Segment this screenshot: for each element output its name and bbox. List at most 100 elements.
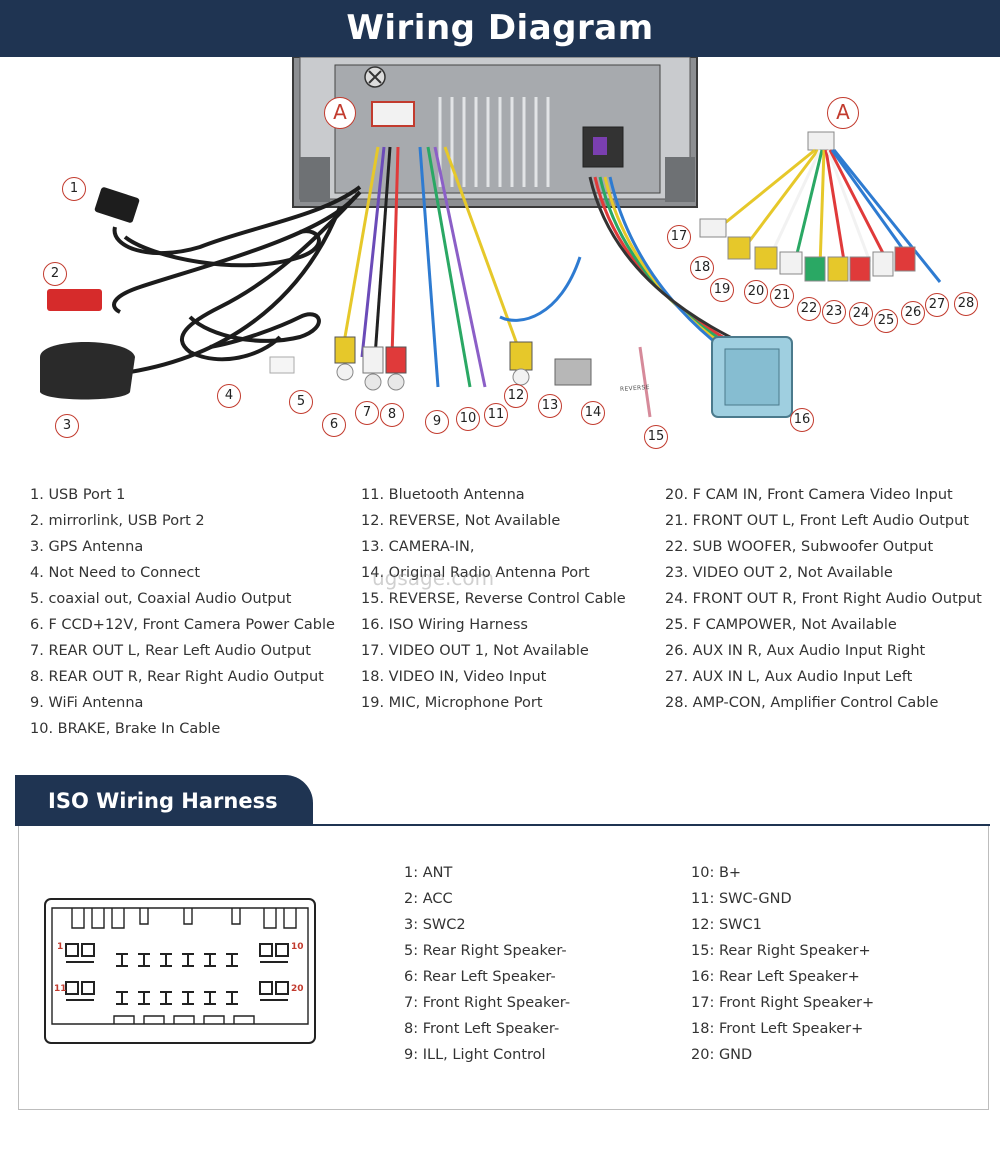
iso-panel [18,826,989,1110]
callout-25: 25 [874,309,898,333]
callout-28: 28 [954,292,978,316]
legend-item: 13. CAMERA-IN, [361,539,475,555]
pin-item: 1: ANT [404,865,453,881]
legend-item: 24. FRONT OUT R, Front Right Audio Outpu… [665,591,982,607]
callout-24: 24 [849,302,873,326]
pin-item: 10: B+ [691,865,742,881]
legend-item: 18. VIDEO IN, Video Input [361,669,547,685]
legend-item: 14. Original Radio Antenna Port [361,565,590,581]
legend-item: 17. VIDEO OUT 1, Not Available [361,643,589,659]
legend-item: 9. WiFi Antenna [30,695,144,711]
usb-port-2 [47,289,102,311]
pin-item: 11: SWC-GND [691,891,792,907]
legend-item: 25. F CAMPOWER, Not Available [665,617,897,633]
pin-label-1: 1 [57,942,64,952]
legend-item: 6. F CCD+12V, Front Camera Power Cable [30,617,335,633]
iso-connector-svg [44,898,316,1044]
head-unit [292,57,698,208]
callout-13: 13 [538,394,562,418]
callout-20: 20 [744,280,768,304]
iso-divider [15,824,990,826]
wiring-illustration [40,57,942,418]
colored-wires [343,146,761,418]
legend-item: 20. F CAM IN, Front Camera Video Input [665,487,953,503]
legend-item: 16. ISO Wiring Harness [361,617,528,633]
callout-26: 26 [901,301,925,325]
iso-connector-diagram: 1 10 11 20 [44,898,316,1048]
callout-4: 4 [217,384,241,408]
callout-8: 8 [380,403,404,427]
watermark: ugsage.com [372,566,495,590]
gps-antenna [40,342,135,400]
callout-14: 14 [581,401,605,425]
pin-item: 12: SWC1 [691,917,762,933]
legend-item: 2. mirrorlink, USB Port 2 [30,513,205,529]
page-title: Wiring Diagram [0,0,1000,57]
iso-section-title: ISO Wiring Harness [15,775,313,825]
harness-a [699,131,942,283]
legend-item: 19. MIC, Microphone Port [361,695,543,711]
legend-item: 26. AUX IN R, Aux Audio Input Right [665,643,926,659]
legend-item: 1. USB Port 1 [30,487,126,503]
callout-6: 6 [322,413,346,437]
pin-item: 7: Front Right Speaker- [404,995,571,1011]
callout-5: 5 [289,390,313,414]
callout-1: 1 [62,177,86,201]
pin-item: 15: Rear Right Speaker+ [691,943,871,959]
legend-item: 11. Bluetooth Antenna [361,487,525,503]
callout-18: 18 [690,256,714,280]
pin-item: 3: SWC2 [404,917,466,933]
pin-item: 18: Front Left Speaker+ [691,1021,864,1037]
iso-pins-right: 10: B+ 11: SWC-GND 12: SWC1 15: Rear Rig… [691,860,874,1068]
legend-item: 22. SUB WOOFER, Subwoofer Output [665,539,934,555]
pin-item: 5: Rear Right Speaker- [404,943,567,959]
legend-item: 7. REAR OUT L, Rear Left Audio Output [30,643,311,659]
callout-15: 15 [644,425,668,449]
callout-10: 10 [456,407,480,431]
callout-12: 12 [504,384,528,408]
pin-item: 16: Rear Left Speaker+ [691,969,860,985]
callout-16: 16 [790,408,814,432]
callout-a-harness: A [827,97,859,129]
legend-item: 28. AMP-CON, Amplifier Control Cable [665,695,939,711]
callout-3: 3 [55,414,79,438]
callout-11: 11 [484,403,508,427]
pin-item: 17: Front Right Speaker+ [691,995,875,1011]
pin-item: 8: Front Left Speaker- [404,1021,560,1037]
wiring-diagram: A A REVERSE 1 2 3 4 5 6 7 8 9 10 11 12 1… [0,57,1000,462]
pin-item: 6: Rear Left Speaker- [404,969,556,985]
legend-item: 8. REAR OUT R, Rear Right Audio Output [30,669,324,685]
iso-pins-left: 1: ANT 2: ACC 3: SWC2 5: Rear Right Spea… [404,860,570,1068]
pin-item: 9: ILL, Light Control [404,1047,546,1063]
pin-item: 2: ACC [404,891,453,907]
callout-21: 21 [770,284,794,308]
legend-item: 5. coaxial out, Coaxial Audio Output [30,591,292,607]
callout-19: 19 [710,278,734,302]
callout-23: 23 [822,300,846,324]
callout-a-unit: A [324,97,356,129]
usb-port-1 [94,187,140,223]
legend-item: 3. GPS Antenna [30,539,144,555]
legend-item: 21. FRONT OUT L, Front Left Audio Output [665,513,969,529]
legend-item: 27. AUX IN L, Aux Audio Input Left [665,669,913,685]
black-cables [112,185,362,374]
rca-plugs-left [269,336,592,391]
callout-17: 17 [667,225,691,249]
pin-label-11: 11 [54,984,67,994]
legend-item: 15. REVERSE, Reverse Control Cable [361,591,626,607]
pin-item: 20: GND [691,1047,753,1063]
callout-27: 27 [925,293,949,317]
legend-column-1: 1. USB Port 1 2. mirrorlink, USB Port 2 … [30,482,335,742]
legend-column-3: 20. F CAM IN, Front Camera Video Input 2… [665,482,982,716]
legend-item: 12. REVERSE, Not Available [361,513,561,529]
legend-item: 23. VIDEO OUT 2, Not Available [665,565,893,581]
legend-item: 4. Not Need to Connect [30,565,201,581]
callout-7: 7 [355,401,379,425]
pin-label-10: 10 [291,942,304,952]
callout-22: 22 [797,297,821,321]
pin-label-20: 20 [291,984,304,994]
callout-2: 2 [43,262,67,286]
legend-column-2: 11. Bluetooth Antenna 12. REVERSE, Not A… [361,482,626,716]
legend-item: 10. BRAKE, Brake In Cable [30,721,221,737]
callout-9: 9 [425,410,449,434]
